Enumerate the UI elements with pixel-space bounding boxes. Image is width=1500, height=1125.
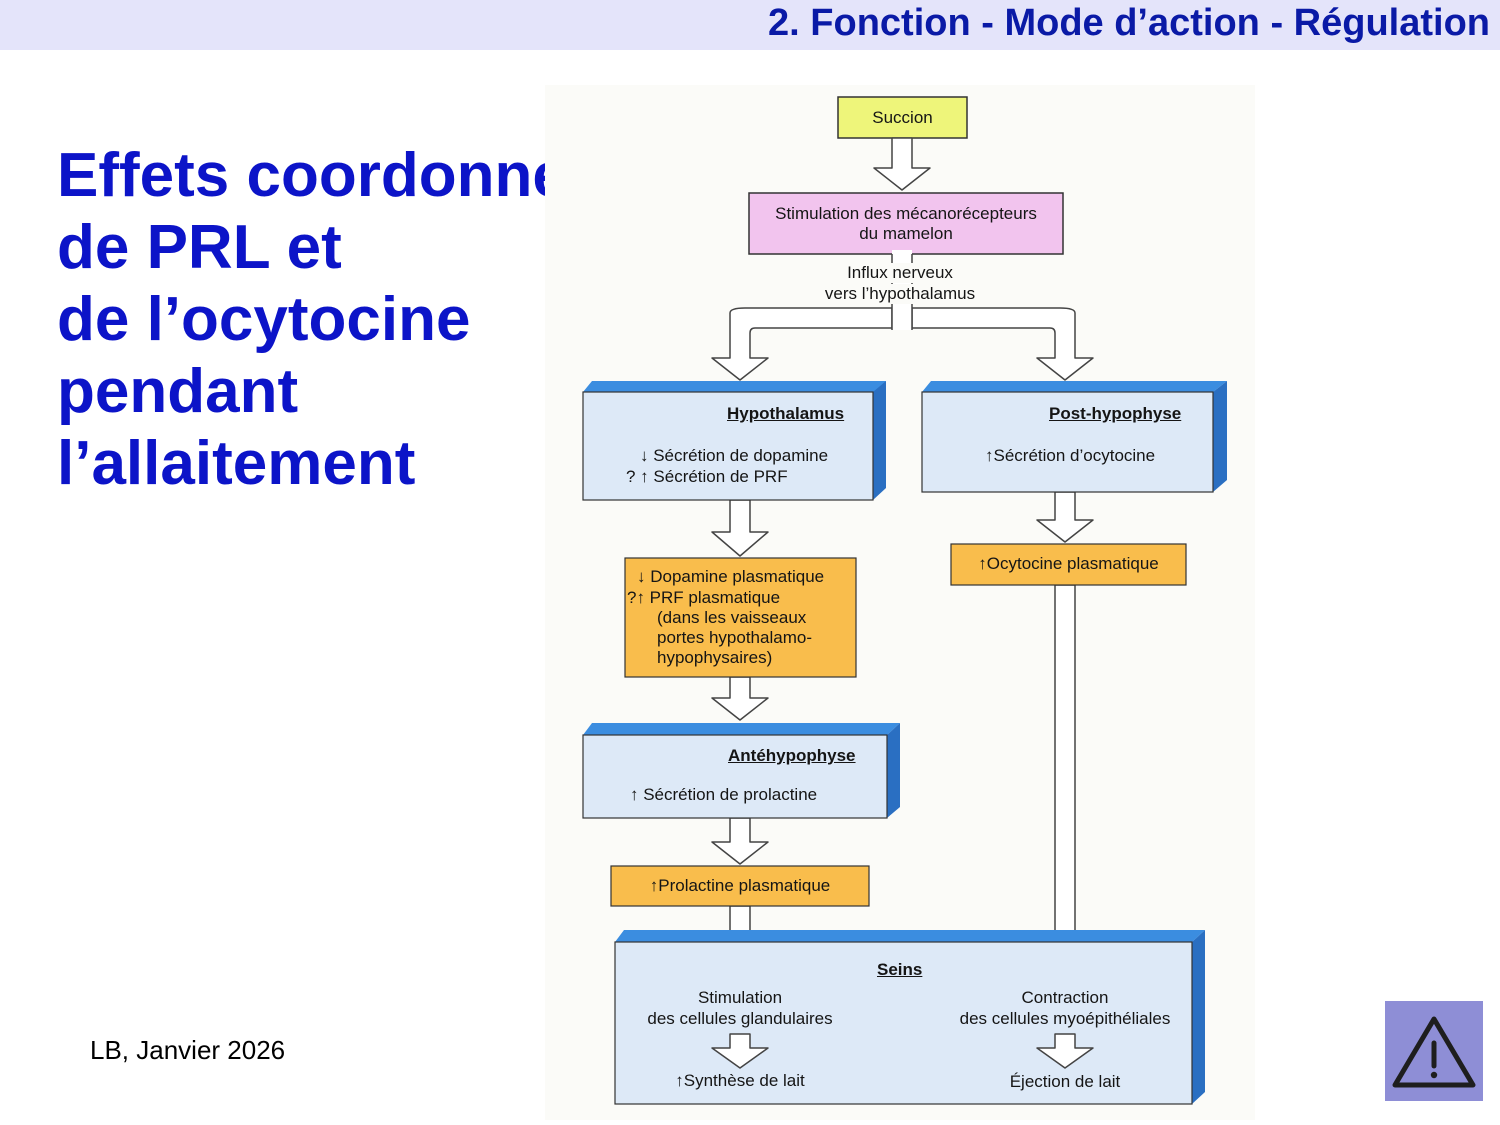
arrow-to-post-hypophyse [911,307,1094,381]
slide-title-line-1: Effets coordonnés [57,141,602,210]
dopamine-plasmatique-line-5: hypophysaires) [657,648,773,667]
antehypophyse-box-top [583,723,900,735]
seins-box [614,941,1193,1105]
arrow-to-hypothalamus [711,307,893,381]
antehypophyse-box-side [887,723,900,818]
slide-title-line-4: pendant [57,357,299,426]
flow-diagram-graphics [545,85,1255,1120]
seins-left-line-1: Stimulation [697,988,783,1007]
antehypophyse-line-1: ↑ Sécrétion de prolactine [630,785,818,804]
header-bar: 2. Fonction - Mode d’action - Régulation [0,0,1500,50]
prolactine-plasmatique-label: ↑Prolactine plasmatique [649,876,831,895]
hypothalamus-box-top [583,381,886,392]
seins-left-line-2: des cellules glandulaires [647,1009,833,1028]
post-hypophyse-line-1: ↑Sécrétion d’ocytocine [985,446,1156,465]
hypothalamus-title: Hypothalamus [727,404,845,423]
warning-button[interactable] [1385,1001,1483,1101]
arrow-hypothalamus-dopamine [711,499,769,557]
hypothalamus-line-2: ? ↑ Sécrétion de PRF [626,467,788,486]
warning-triangle-icon [1392,1016,1476,1088]
stimulation-label-line-2: du mamelon [859,224,953,243]
ocytocine-plasmatique-box [950,543,1187,586]
lactation-flow-diagram: Succion Stimulation des mécanorécepteurs… [540,80,1260,1125]
slide-title: Effets coordonnés de PRL et de l’ocytoci… [57,140,677,500]
arrow-stimulation-synthese [711,1033,769,1069]
dopamine-plasmatique-box [624,557,857,678]
post-hypophyse-box-top [922,381,1227,392]
dopamine-plasmatique-line-2: ?↑ PRF plasmatique [627,588,781,607]
seins-title: Seins [877,960,923,979]
stimulation-label-line-1: Stimulation des mécanorécepteurs [775,204,1037,223]
slide-title-line-5: l’allaitement [57,429,416,498]
arrow-dopamine-antehypophyse [711,676,769,721]
post-hypophyse-title: Post-hypophyse [1049,404,1182,423]
prolactine-plasmatique-box [610,865,870,907]
footer-credit: LB, Janvier 2026 [90,1035,286,1065]
seins-right-result: Éjection de lait [1009,1072,1121,1091]
arrow-antehypophyse-prolactine [711,817,769,865]
influx-label-line-2: vers l’hypothalamus [770,284,1030,304]
stimulation-box [748,192,1064,255]
influx-label-line-1: Influx nerveux [770,263,1030,283]
seins-right-line-2: des cellules myoépithéliales [959,1009,1171,1028]
seins-left-result: ↑Synthèse de lait [675,1071,805,1090]
ocytocine-plasmatique-label: ↑Ocytocine plasmatique [978,554,1159,573]
seins-right-line-1: Contraction [1021,988,1109,1007]
arrow-posthypophyse-ocytocine [1036,491,1094,543]
hypothalamus-box [582,391,874,501]
post-hypophyse-box-side [1213,381,1227,492]
post-hypophyse-box [921,391,1214,493]
seins-box-side [1192,930,1205,1104]
arrow-contraction-ejection [1036,1033,1094,1069]
hypothalamus-line-1: ↓ Sécrétion de dopamine [640,446,829,465]
seins-box-top [615,930,1205,942]
slide-title-line-3: de l’ocytocine [57,285,471,354]
dopamine-plasmatique-line-1: ↓ Dopamine plasmatique [637,567,825,586]
hypothalamus-box-side [873,381,886,500]
dopamine-plasmatique-line-4: portes hypothalamo- [657,628,812,647]
antehypophyse-title: Antéhypophyse [728,746,856,765]
succion-label: Succion [872,108,933,127]
arrow-succion-stimulation [873,137,931,191]
section-title: 2. Fonction - Mode d’action - Régulation [768,2,1490,44]
antehypophyse-box [582,734,888,819]
slide-title-line-2: de PRL et [57,213,342,282]
dopamine-plasmatique-line-3: (dans les vaisseaux [657,608,807,627]
